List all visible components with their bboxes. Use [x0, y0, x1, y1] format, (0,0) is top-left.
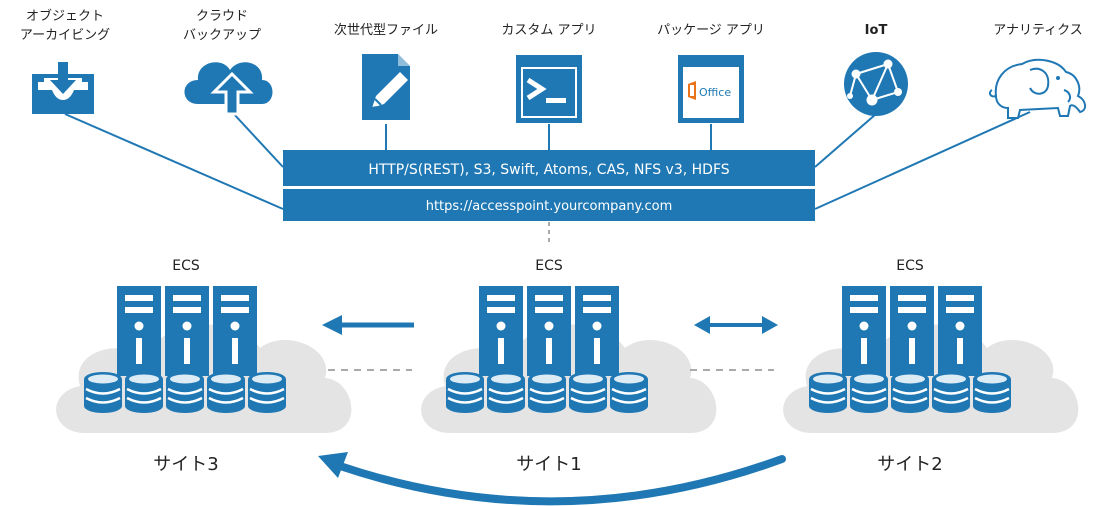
protocols-bar [283, 150, 815, 186]
replication-arrow-bidirectional [694, 316, 778, 334]
office-badge-text: Office [699, 86, 731, 99]
replication-arc-arrow [318, 452, 786, 506]
endpoint-text: https://accesspoint.yourcompany.com [426, 199, 673, 214]
protocols-text: HTTP/S(REST), S3, Swift, Atoms, CAS, NFS… [368, 162, 729, 178]
client-label-iot: IoT [865, 23, 888, 38]
connector-lines [64, 111, 1031, 210]
terminal-window-icon [516, 55, 582, 123]
site-name-1: サイト1 [516, 454, 581, 475]
client-label-custom-app: カスタム アプリ [501, 23, 596, 38]
endpoint-bar [283, 189, 815, 221]
client-label-archiving-2: アーカイビング [20, 28, 110, 43]
office-window-icon: Office [678, 55, 744, 123]
site-name-3: サイト3 [153, 454, 218, 475]
ecs-label-site-2: ECS [896, 258, 924, 274]
cloud-upload-icon [184, 62, 273, 116]
archive-download-icon [32, 62, 94, 114]
site-name-2: サイト2 [877, 454, 942, 475]
client-labels: オブジェクト アーカイビング クラウド バックアップ 次世代型ファイル カスタム… [20, 8, 1083, 43]
client-label-file: 次世代型ファイル [334, 22, 438, 38]
document-pen-icon [362, 54, 410, 120]
access-layer: HTTP/S(REST), S3, Swift, Atoms, CAS, NFS… [283, 150, 815, 221]
client-label-archiving-1: オブジェクト [26, 8, 104, 24]
network-globe-icon [844, 52, 908, 116]
ecs-label-site-3: ECS [172, 258, 200, 274]
client-label-package-app: パッケージ アプリ [657, 23, 765, 38]
replication-arrow-left [322, 315, 414, 335]
hadoop-elephant-icon [988, 58, 1086, 119]
client-label-backup-2: バックアップ [183, 28, 261, 43]
ecs-label-site-1: ECS [535, 258, 563, 274]
client-label-backup-1: クラウド [196, 9, 248, 24]
client-label-analytics: アナリティクス [993, 23, 1083, 38]
